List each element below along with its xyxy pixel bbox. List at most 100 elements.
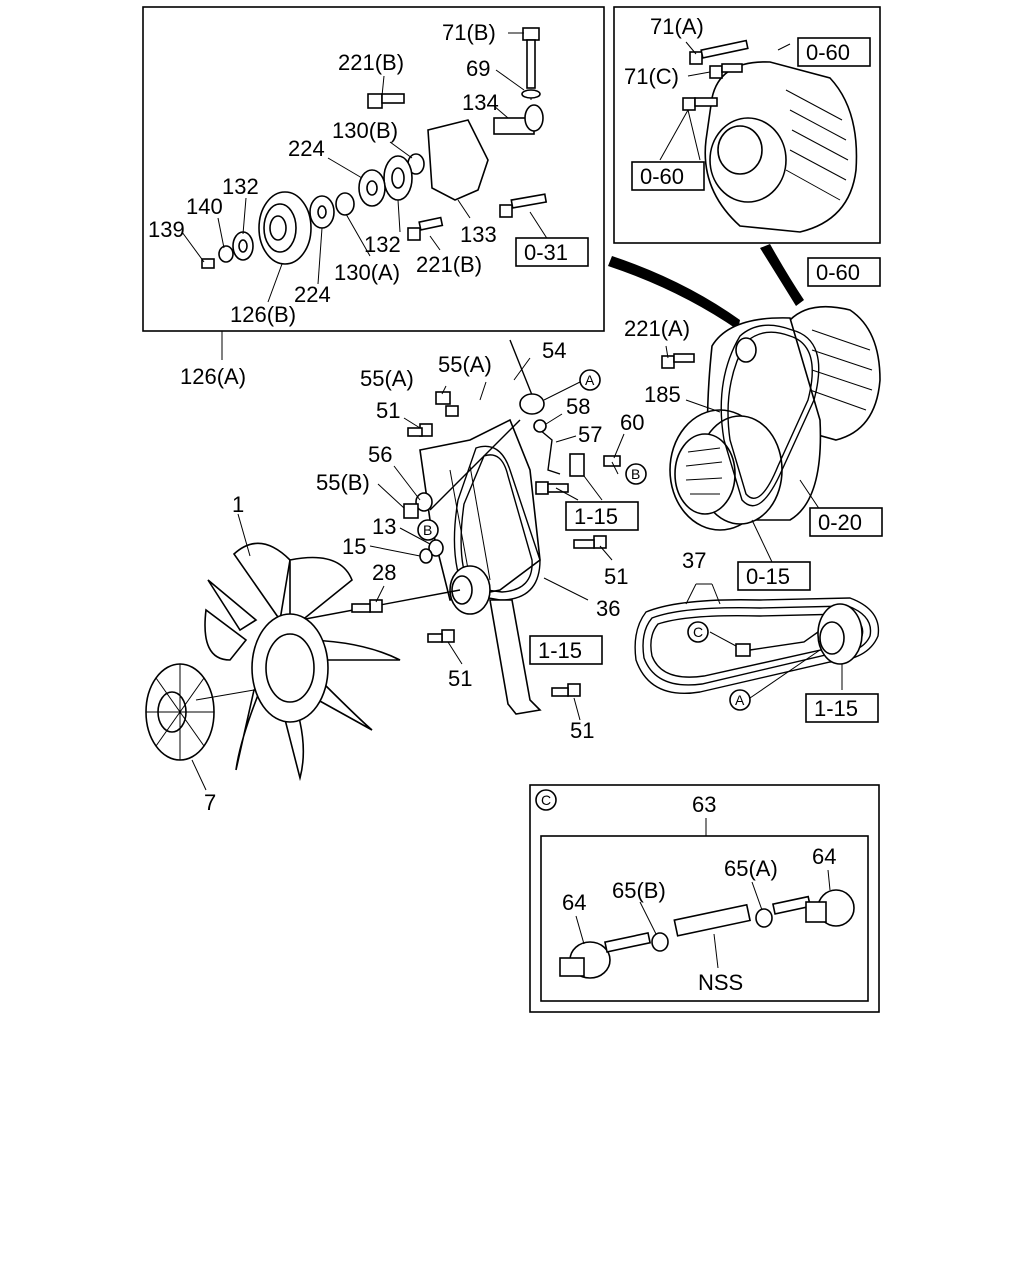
- ref-box-0-60-top: 0-60: [797, 37, 871, 67]
- svg-text:B: B: [631, 466, 640, 482]
- bolt-0-60-inset: [682, 97, 718, 111]
- ref-box-1-15-a: 1-15: [565, 501, 639, 531]
- pipe-57: [539, 429, 561, 475]
- ref-box-0-60-main: 0-60: [807, 257, 881, 287]
- label-130a: 130(A): [334, 260, 400, 285]
- label-65b: 65(B): [612, 878, 666, 903]
- bolt-51-mid: [427, 629, 455, 643]
- label-71c: 71(C): [624, 64, 679, 89]
- belt-36: [453, 445, 541, 601]
- bolt-51-right: [573, 535, 607, 549]
- bearing-132-mid: [383, 155, 413, 201]
- svg-text:A: A: [585, 372, 595, 388]
- svg-text:1-15: 1-15: [538, 638, 582, 663]
- label-64-right: 64: [812, 844, 836, 869]
- callout-b-right: B: [625, 463, 647, 485]
- svg-text:0-60: 0-60: [640, 164, 684, 189]
- nut-13: [428, 539, 444, 557]
- nut-55a-2: [445, 405, 459, 417]
- ref-box-0-60-inset: 0-60: [631, 161, 705, 191]
- label-54: 54: [542, 338, 566, 363]
- label-224-top: 224: [288, 136, 325, 161]
- bracket-133: [427, 119, 489, 201]
- label-36: 36: [596, 596, 620, 621]
- bolt-71a: [689, 39, 749, 65]
- fan-1: [204, 542, 401, 782]
- fitting-58: [533, 419, 547, 433]
- svg-text:0-20: 0-20: [818, 510, 862, 535]
- callout-a-upper: A: [579, 369, 601, 391]
- crank-pulley: [669, 409, 783, 531]
- tube-nss: [673, 903, 751, 937]
- belt-185: [720, 324, 820, 507]
- bolt-139: [201, 258, 215, 269]
- label-57: 57: [578, 422, 602, 447]
- label-58: 58: [566, 394, 590, 419]
- svg-text:0-15: 0-15: [746, 564, 790, 589]
- callout-c-detail: C: [535, 789, 557, 811]
- tensioner-pulley-37: [817, 603, 863, 665]
- label-15: 15: [342, 534, 366, 559]
- label-71a: 71(A): [650, 14, 704, 39]
- bolt-51-bot: [551, 683, 581, 697]
- detail-c-inner: [540, 835, 869, 1002]
- label-64-left: 64: [562, 890, 586, 915]
- label-nss: NSS: [698, 970, 743, 995]
- label-60: 60: [620, 410, 644, 435]
- tensioner-arm: [735, 631, 819, 657]
- bolt-0-31: [499, 193, 548, 218]
- ref-box-0-20: 0-20: [809, 507, 883, 537]
- svg-text:0-60: 0-60: [816, 260, 860, 285]
- nut-55a-1: [435, 391, 451, 405]
- label-224-bot: 224: [294, 282, 331, 307]
- ref-box-1-15-b: 1-15: [529, 635, 603, 665]
- svg-text:0-60: 0-60: [806, 40, 850, 65]
- label-71b: 71(B): [442, 20, 496, 45]
- label-132-mid: 132: [364, 232, 401, 257]
- washer-15: [419, 548, 433, 564]
- nut-65a: [755, 908, 773, 928]
- label-140: 140: [186, 194, 223, 219]
- bolt-51-top: [407, 423, 433, 437]
- label-69: 69: [466, 56, 490, 81]
- label-221a: 221(A): [624, 316, 690, 341]
- label-55a-2: 55(A): [360, 366, 414, 391]
- label-51-mid: 51: [448, 666, 472, 691]
- ref-box-1-15-c: 1-15: [805, 693, 879, 723]
- bearing-132-left: [232, 231, 254, 261]
- svg-text:B: B: [423, 522, 432, 538]
- bolt-28: [351, 599, 383, 613]
- pointer-arrow-right: [760, 244, 804, 306]
- rod-end-64-left: [559, 932, 652, 979]
- label-126b: 126(B): [230, 302, 296, 327]
- svg-text:1-15: 1-15: [814, 696, 858, 721]
- callout-c-belt: C: [687, 621, 709, 643]
- label-55b: 55(B): [316, 470, 370, 495]
- label-55a-1: 55(A): [438, 352, 492, 377]
- bolt-51-low: [535, 481, 569, 495]
- washer-224-top: [358, 169, 386, 207]
- label-134: 134: [462, 90, 499, 115]
- pulley-126b: [258, 191, 312, 265]
- label-221b-mid: 221(B): [416, 252, 482, 277]
- stand-bracket: [489, 599, 542, 715]
- label-139: 139: [148, 217, 185, 242]
- idler-pulley: [735, 337, 757, 363]
- callout-a-belt: A: [729, 689, 751, 711]
- washer-69: [521, 89, 541, 99]
- label-51-r1: 51: [604, 564, 628, 589]
- label-37: 37: [682, 548, 706, 573]
- bolt-71b: [522, 27, 540, 100]
- label-7: 7: [204, 790, 216, 815]
- rod-end-64-right: [772, 889, 855, 927]
- clip-57: [569, 453, 585, 477]
- label-13: 13: [372, 514, 396, 539]
- spacer-130a: [335, 192, 355, 216]
- label-63: 63: [692, 792, 716, 817]
- alternator-detail: [704, 61, 858, 233]
- bolt-221a: [661, 353, 695, 369]
- svg-text:C: C: [693, 624, 703, 640]
- sensor-60: [603, 455, 621, 467]
- nut-65b: [651, 932, 669, 952]
